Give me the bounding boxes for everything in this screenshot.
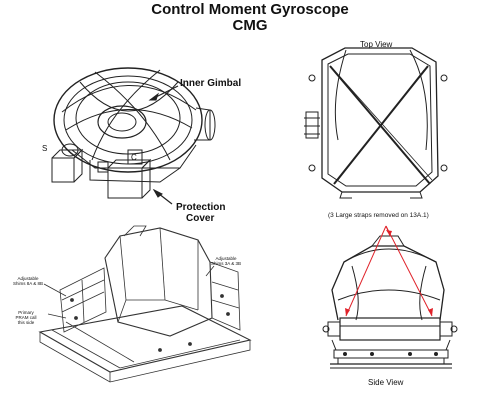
side-view-drawing [322,225,458,369]
primary-label-line1: Primary [18,310,34,315]
primary-label-line2: PRAM call [15,315,37,320]
top-view-label: Top View [360,40,393,49]
diagram-title: Control Moment Gyroscope [151,1,349,18]
shims-left-label-line1: Adjustable [17,276,39,281]
protection-cover-label-line2: Cover [186,213,215,224]
primary-label-line3: this side [17,320,35,325]
protection-cover-label-line1: Protection [176,202,226,213]
letter-s-label: S [42,144,48,153]
side-view-label: Side View [368,378,404,387]
cmg-isometric-drawing [51,67,216,205]
shims-left-label-line2: Shims 8A & 8B [12,281,43,286]
shims-right-label-line1: Adjustable [215,256,237,261]
straps-removed-note: (3 Large straps removed on 13A.1) [328,212,429,219]
inner-gimbal-label: Inner Gimbal [180,78,242,89]
diagram-subtitle: CMG [232,17,268,34]
installed-cmg-drawing [38,225,252,383]
top-view-drawing [304,47,448,199]
shims-right-label-line2: Shims 3A & 3B [210,261,241,266]
letter-c-label: C [131,153,137,162]
